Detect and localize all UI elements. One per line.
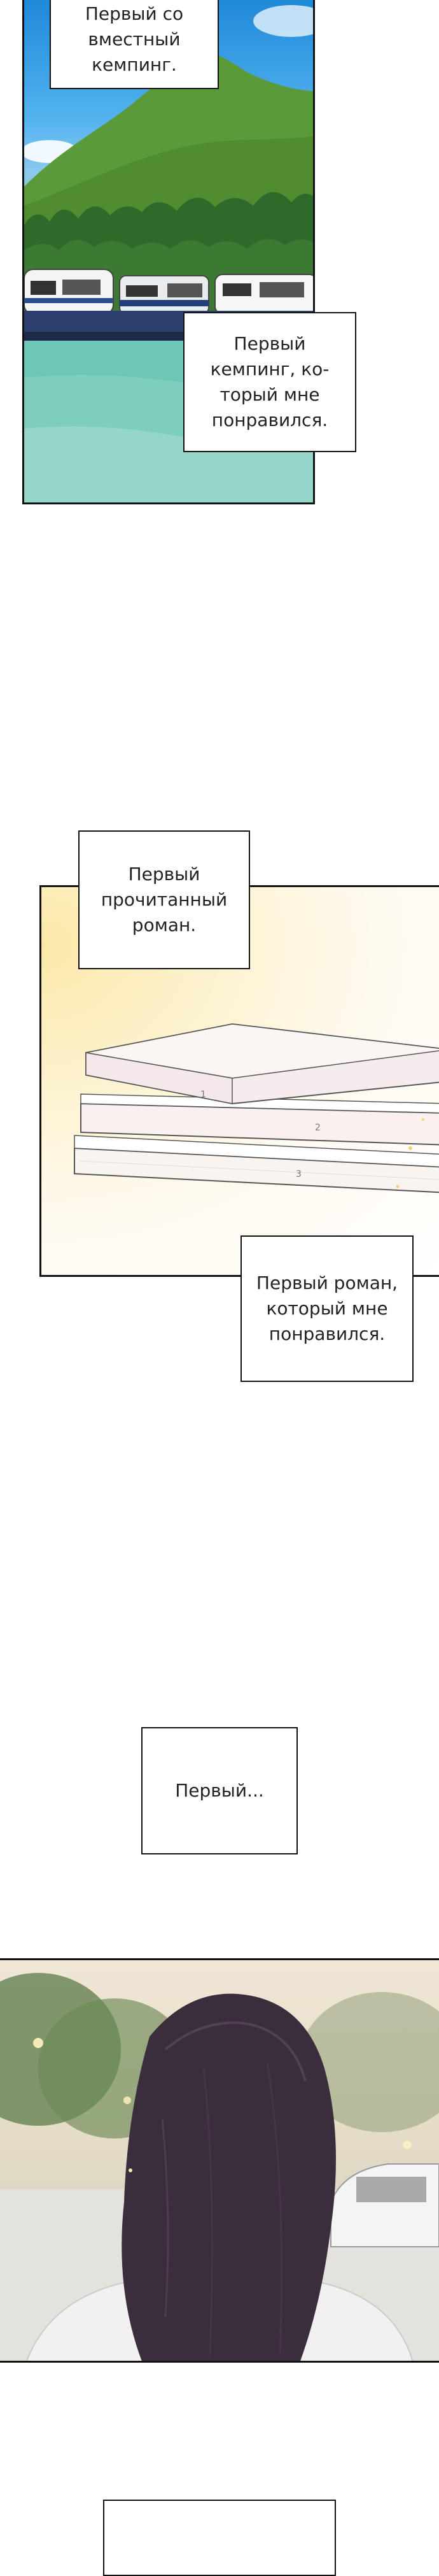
book: 3 — [74, 1135, 439, 1193]
camper-trailer — [214, 274, 313, 315]
book: 2 — [80, 1093, 439, 1146]
caption-text: Первый прочитанный роман. — [101, 864, 228, 936]
caption-first-liked-novel: Первый роман, который мне понравился. — [240, 1235, 414, 1382]
girl-panel — [0, 1958, 439, 2363]
camper-trailer — [24, 269, 114, 315]
book: 1 — [85, 1023, 439, 1105]
svg-text:1: 1 — [200, 1090, 206, 1100]
camper-trailer — [119, 275, 209, 315]
caption-text: Первый... — [175, 1780, 264, 1801]
books-panel: 3 2 1 — [39, 885, 439, 1277]
girl-back-illustration — [0, 1973, 439, 2361]
svg-text:3: 3 — [296, 1169, 302, 1179]
caption-first-joint-camping: Первый со вместный кемпинг. — [50, 0, 219, 89]
caption-first-liked-camping: Первый кемпинг, ко- торый мне понравился… — [183, 312, 356, 452]
caption-text: Первый роман, который мне понравился. — [256, 1272, 398, 1344]
caption-bottom-empty — [103, 2500, 336, 2576]
svg-text:2: 2 — [315, 1123, 321, 1133]
caption-first-ellipsis: Первый... — [141, 1727, 298, 1854]
caption-text: Первый кемпинг, ко- торый мне понравился… — [210, 333, 330, 431]
caption-first-read-novel: Первый прочитанный роман. — [78, 830, 250, 969]
books-stack-illustration: 3 2 1 — [74, 1023, 439, 1193]
caption-text: Первый со вместный кемпинг. — [85, 3, 184, 75]
parked-car — [330, 2163, 439, 2247]
